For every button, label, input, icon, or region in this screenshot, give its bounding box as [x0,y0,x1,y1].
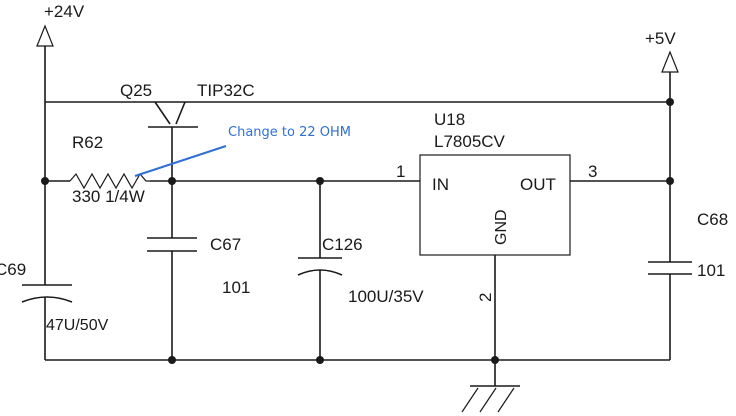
junction-dot [168,177,176,185]
junction-dot [168,356,176,364]
c69-plate-bottom [21,296,73,303]
annotation-stroke [134,145,227,177]
annotation-text: Change to 22 OHM [228,125,351,140]
c67-value: 101 [222,278,250,297]
c68-ref: C68 [697,210,728,229]
junction-dot [316,177,324,185]
ground-hatch-icon [461,387,515,413]
transistor-collector-lead [175,101,186,125]
transistor-part: TIP32C [197,81,255,100]
junction-dot [316,356,324,364]
regulator-pin-gnd-num: 2 [476,293,495,302]
regulator-part: L7805CV [434,132,506,151]
c69-ref: C69 [0,260,26,279]
transistor-emitter-lead [154,101,171,125]
c126-ref: C126 [322,235,363,254]
c69-value: 47U/50V [46,317,109,334]
regulator-ref: U18 [434,110,465,129]
regulator-out-label: OUT [520,175,556,194]
regulator-pin-in-num: 1 [396,162,405,181]
regulator-in-label: IN [432,175,449,194]
c68-value: 101 [697,261,725,280]
junction-dot [666,98,674,106]
plus5-label: +5V [645,29,676,48]
resistor-ref: R62 [72,133,103,152]
regulator-gnd-label: GND [493,209,510,245]
transistor-ref: Q25 [120,81,152,100]
junction-dot [491,356,499,364]
c126-value: 100U/35V [348,287,424,306]
junction-dot [666,177,674,185]
regulator-pin-out-num: 3 [588,162,597,181]
plus5-rail-arrow-icon [661,50,679,73]
plus24-label: +24V [44,2,85,21]
plus24-rail-arrow-icon [36,24,54,47]
resistor-value: 330 1/4W [72,187,145,206]
junction-dot [41,177,49,185]
resistor-zigzag [69,172,150,190]
c67-ref: C67 [210,235,241,254]
